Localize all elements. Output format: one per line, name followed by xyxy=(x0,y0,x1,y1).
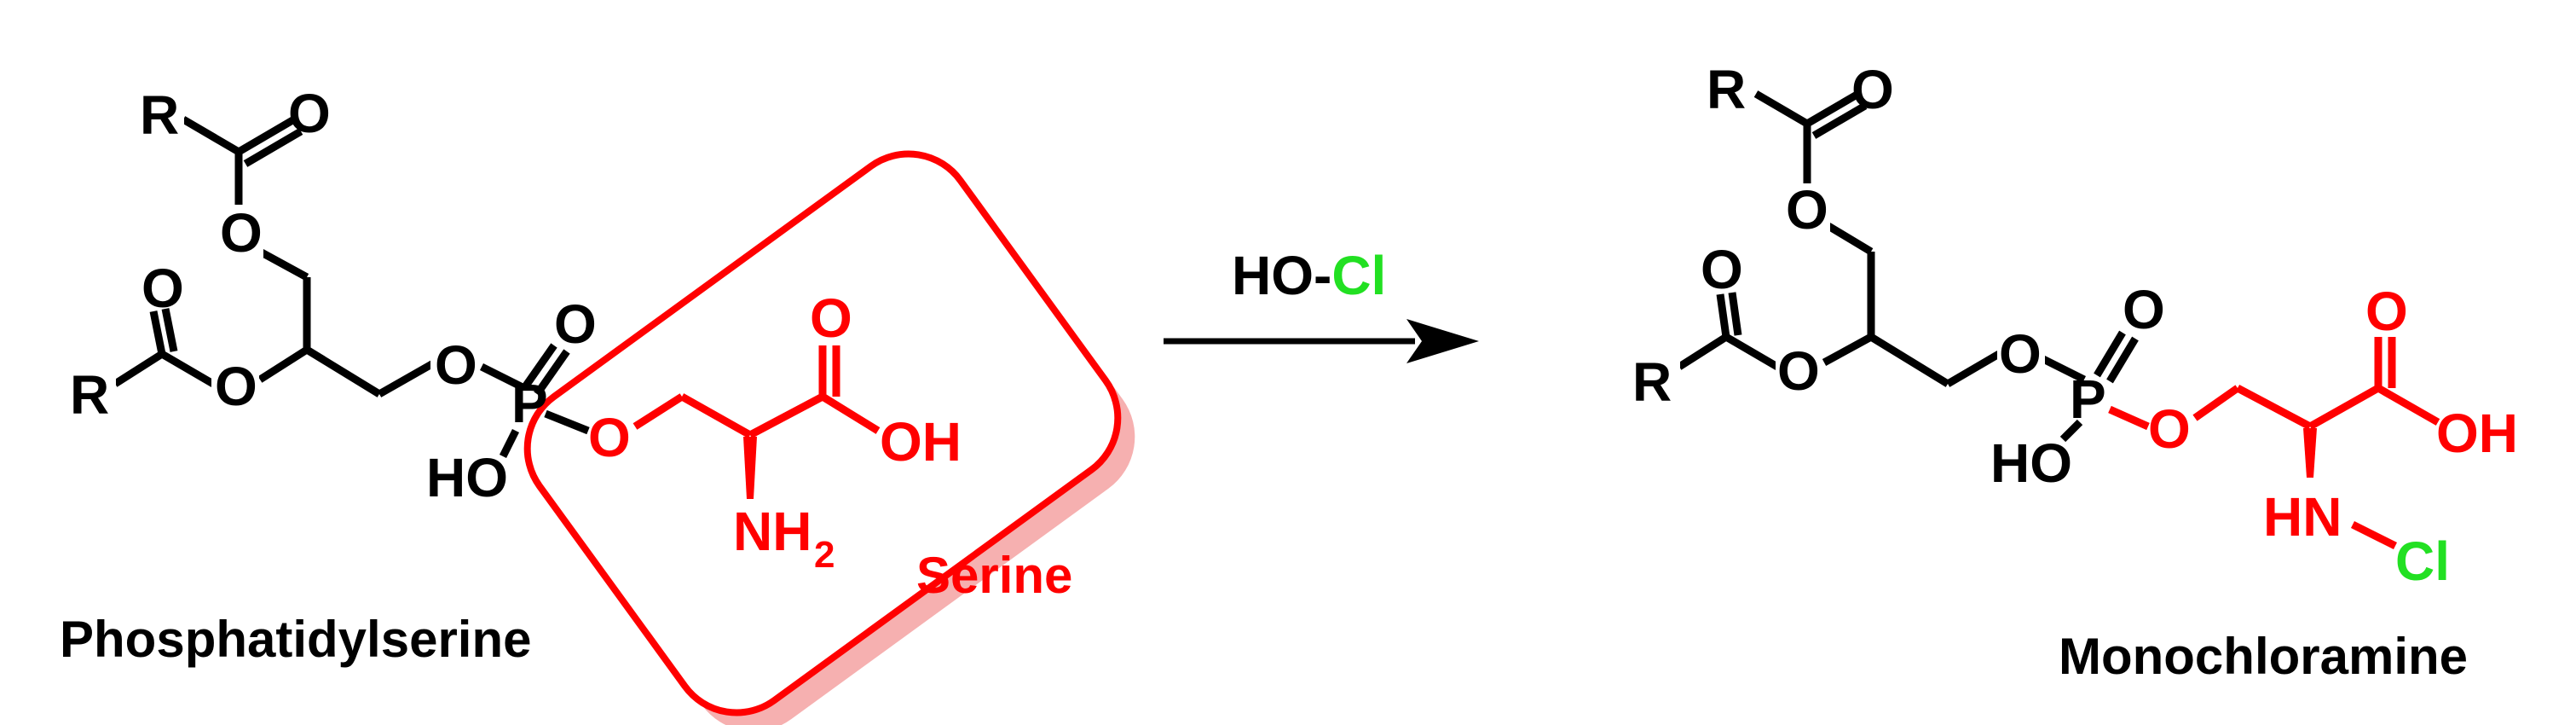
left-atom-labels: R O O O R O O P O HO O O OH NH 2 xyxy=(68,83,962,576)
amine-subscript: 2 xyxy=(814,534,835,576)
arrow-head xyxy=(1406,319,1479,363)
carboxyl-hydroxyl: OH xyxy=(880,411,962,473)
serine-highlight-box xyxy=(523,150,1122,716)
r-group-bottom: R xyxy=(70,364,109,426)
hydroxyl-label: HO xyxy=(1990,432,2072,494)
carbonyl-oxygen: O xyxy=(288,83,331,144)
carbonyl-oxygen: O xyxy=(1851,59,1894,120)
ester-oxygen: O xyxy=(215,356,257,417)
right-black-bonds xyxy=(1677,90,2139,443)
phosphate-oxygen: O xyxy=(1999,323,2042,385)
carboxyl-oxygen: O xyxy=(810,287,852,349)
carboxyl-hydroxyl: OH xyxy=(2436,403,2518,464)
carbonyl-oxygen: O xyxy=(1701,239,1743,300)
amine-label: HN xyxy=(2263,486,2342,548)
ester-oxygen: O xyxy=(1777,340,1820,402)
right-red-bonds xyxy=(2108,337,2440,550)
r-group-top: R xyxy=(140,84,179,146)
wedge-bond xyxy=(2303,428,2317,478)
carboxyl-oxygen: O xyxy=(2365,281,2408,342)
right-molecule-name: Monochloramine xyxy=(2059,628,2468,685)
left-molecule-name: Phosphatidylserine xyxy=(60,611,531,668)
right-atom-labels: R O O O R O O P O HO O O OH HN Cl xyxy=(1632,59,2518,592)
ester-oxygen: O xyxy=(220,202,263,264)
monochloramine-structure: R O O O R O O P O HO O O OH HN Cl Monoch… xyxy=(1632,59,2518,685)
amine-label: NH xyxy=(733,501,811,562)
left-black-bonds xyxy=(113,116,590,459)
wedge-bond xyxy=(743,437,757,499)
ester-oxygen: O xyxy=(1786,179,1828,241)
serine-oxygen: O xyxy=(2148,398,2191,460)
phosphoryl-oxygen: O xyxy=(2123,279,2165,340)
r-group-top: R xyxy=(1707,59,1746,120)
phosphorus-atom: P xyxy=(511,373,548,434)
r-group-bottom: R xyxy=(1632,351,1672,413)
phosphoryl-oxygen: O xyxy=(554,293,597,355)
left-red-bonds xyxy=(632,345,881,499)
serine-label: Serine xyxy=(916,547,1072,604)
reaction-arrow: HO-Cl xyxy=(1164,245,1479,363)
phosphorus-atom: P xyxy=(2070,368,2106,430)
hydroxyl-label: HO xyxy=(426,447,508,508)
carbonyl-oxygen: O xyxy=(142,258,184,319)
serine-oxygen: O xyxy=(588,407,631,468)
reagent-label: HO-Cl xyxy=(1232,245,1386,306)
phosphate-oxygen: O xyxy=(435,334,477,396)
chlorine-atom: Cl xyxy=(2395,531,2450,592)
phosphatidylserine-structure: R O O O R O O P O HO O O OH NH 2 Serine … xyxy=(60,83,1135,725)
